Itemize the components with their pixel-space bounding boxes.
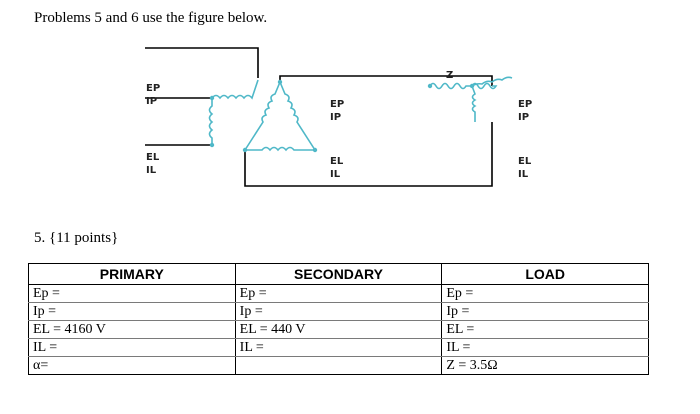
table-cell: Ip = — [441, 302, 649, 321]
table-cell: IL = — [234, 338, 443, 357]
load-ep-label: EP — [518, 99, 532, 110]
load-z-label: Z — [446, 70, 453, 81]
secondary-el-label: EL — [330, 156, 344, 167]
primary-ip-label: IP — [146, 96, 157, 107]
table-row: α= Z = 3.5Ω — [28, 356, 649, 375]
load-wye-coils — [429, 76, 513, 122]
header-primary: PRIMARY — [28, 263, 236, 285]
problem-label: 5. {11 points} — [34, 230, 119, 246]
load-ip-label: IP — [518, 112, 529, 123]
table-cell: Z = 3.5Ω — [441, 356, 649, 375]
table-cell: Ep = — [28, 284, 236, 303]
table-cell: α= — [28, 356, 236, 375]
table-row: IL = IL = IL = — [28, 338, 649, 357]
table-row: Ip = Ip = Ip = — [28, 302, 649, 321]
header-load: LOAD — [441, 263, 649, 285]
load-il-label: IL — [518, 169, 529, 180]
secondary-ep-label: EP — [330, 99, 344, 110]
table-cell: EL = 4160 V — [28, 320, 236, 339]
table-cell: Ip = — [28, 302, 236, 321]
circuit-diagram: EP IP EL IL EP IP EL IL Z EP IP EL IL — [145, 47, 532, 187]
secondary-ip-label: IP — [330, 112, 341, 123]
load-el-label: EL — [518, 156, 532, 167]
table-cell: Ep = — [234, 284, 443, 303]
secondary-il-label: IL — [330, 169, 341, 180]
table-cell: IL = — [28, 338, 236, 357]
table-cell: EL = — [441, 320, 649, 339]
table-row: EL = 4160 V EL = 440 V EL = — [28, 320, 649, 339]
table-cell: Ip = — [234, 302, 443, 321]
primary-ep-label: EP — [146, 83, 160, 94]
table-row: Ep = Ep = Ep = — [28, 284, 649, 303]
primary-il-label: IL — [146, 165, 157, 176]
header-secondary: SECONDARY — [234, 263, 443, 285]
table-header-row: PRIMARY SECONDARY LOAD — [28, 263, 649, 285]
data-table: PRIMARY SECONDARY LOAD Ep = Ep = Ep = Ip… — [28, 263, 649, 375]
primary-wye-coils — [208, 79, 259, 145]
wiring — [145, 47, 493, 187]
secondary-delta-coils — [244, 81, 316, 152]
junction-dots — [209, 79, 475, 153]
table-cell: Ep = — [441, 284, 649, 303]
primary-el-label: EL — [146, 152, 160, 163]
intro-text: Problems 5 and 6 use the figure below. — [34, 10, 268, 26]
table-cell — [234, 356, 443, 375]
table-cell: IL = — [441, 338, 649, 357]
table-cell: EL = 440 V — [234, 320, 443, 339]
